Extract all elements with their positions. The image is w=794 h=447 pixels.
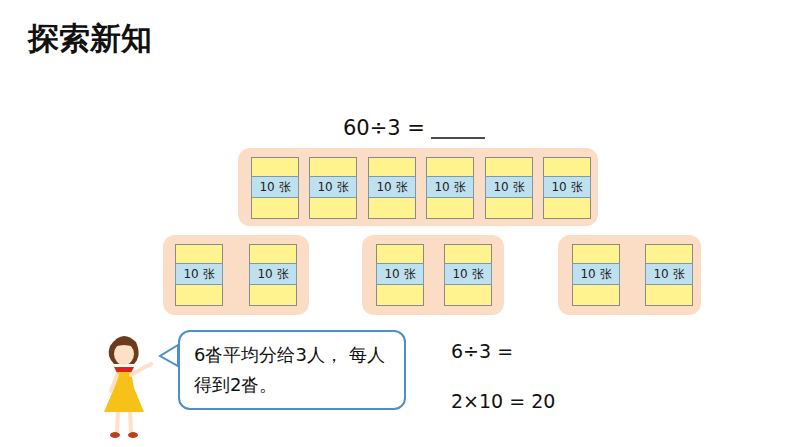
quantity-tag: 10 张 <box>309 176 357 198</box>
bubble-text: 6沓平均分给3人， 每人得到2沓。 <box>194 340 390 400</box>
paper-stack: 10 张 <box>376 244 424 306</box>
paper-stack: 10 张 <box>175 244 223 306</box>
paper-stack: 10 张 <box>251 157 299 219</box>
equation: 6÷3 = <box>451 340 513 362</box>
paper-stack: 10 张 <box>249 244 297 306</box>
paper-stack: 10 张 <box>645 244 693 306</box>
quantity-tag: 10 张 <box>444 263 492 285</box>
quantity-tag: 10 张 <box>376 263 424 285</box>
paper-stack: 10 张 <box>309 157 357 219</box>
paper-stack: 10 张 <box>543 157 591 219</box>
quantity-tag: 10 张 <box>368 176 416 198</box>
paper-stack: 10 张 <box>368 157 416 219</box>
paper-stack: 10 张 <box>444 244 492 306</box>
group-band: 10 张 10 张 10 张 10 张 10 张 10 张 <box>238 148 598 226</box>
paper-stack: 10 张 <box>572 244 620 306</box>
paper-stack: 10 张 <box>485 157 533 219</box>
group-band: 10 张 10 张 <box>558 235 701 315</box>
group-band: 10 张 10 张 <box>362 235 504 315</box>
girl-figure <box>104 336 151 438</box>
speech-bubble: 6沓平均分给3人， 每人得到2沓。 <box>178 330 406 410</box>
equation: 2×10 = 20 <box>451 390 555 412</box>
answer-blank <box>431 137 485 139</box>
quantity-tag: 10 张 <box>175 263 223 285</box>
slide-title: 探索新知 <box>28 18 152 60</box>
group-band: 10 张 10 张 <box>163 235 309 315</box>
quantity-tag: 10 张 <box>572 263 620 285</box>
quantity-tag: 10 张 <box>426 176 474 198</box>
quantity-tag: 10 张 <box>543 176 591 198</box>
bubble-pointer <box>160 345 178 366</box>
equation: 60÷3 = <box>343 116 425 140</box>
paper-stack: 10 张 <box>426 157 474 219</box>
quantity-tag: 10 张 <box>251 176 299 198</box>
quantity-tag: 10 张 <box>645 263 693 285</box>
quantity-tag: 10 张 <box>249 263 297 285</box>
quantity-tag: 10 张 <box>485 176 533 198</box>
